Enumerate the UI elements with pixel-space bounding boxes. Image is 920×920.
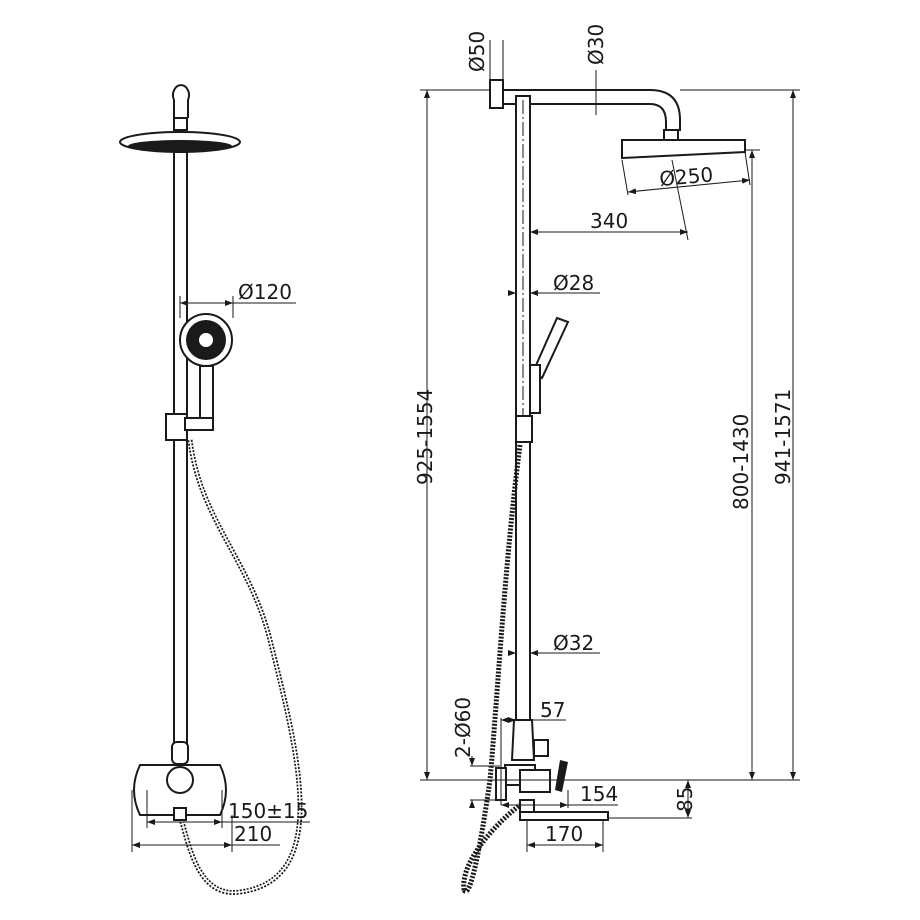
dim-top-height: 941-1571 (771, 389, 795, 485)
dim-arm-diameter: Ø30 (584, 24, 608, 65)
hand-shower-center (197, 331, 215, 349)
shower-arm (502, 89, 681, 131)
dim-shelf-width: 170 (545, 822, 583, 846)
dim-pipe-offset: 57 (540, 698, 565, 722)
mixer-outlet (173, 807, 187, 821)
dim-upper-pipe-diameter: Ø28 (553, 271, 594, 295)
shelf (519, 811, 609, 821)
mixer-body-side (519, 769, 551, 793)
dim-total-height: 925-1554 (413, 389, 437, 485)
dim-flange-diameter: 2-Ø60 (451, 697, 475, 758)
head-swivel (663, 129, 679, 141)
dim-head-diameter: Ø250 (658, 162, 714, 191)
dim-arm-projection: 340 (590, 209, 628, 233)
side-view: 925-1554 800-1430 941-1571 Ø50 Ø30 Ø250 … (413, 24, 800, 894)
dim-mixer-center-distance: 150±15 (228, 799, 308, 823)
dim-handshower-diameter: Ø120 (238, 280, 292, 304)
upper-pipe (173, 151, 188, 415)
mixer-outlet-side (519, 799, 535, 813)
diverter-knob (171, 741, 189, 765)
mixer-knob (166, 766, 194, 794)
dim-shelf-offset: 85 (673, 787, 697, 812)
handle-bracket (184, 417, 214, 431)
wall-connector (172, 84, 190, 118)
dim-head-height: 800-1430 (729, 414, 753, 510)
dim-mixer-depth: 154 (580, 782, 618, 806)
shower-hose-side (461, 444, 523, 894)
mixer-valve-top (510, 719, 536, 761)
dim-wall-flange: Ø50 (465, 31, 489, 72)
slider-holder (165, 413, 188, 441)
head-joint (173, 117, 188, 131)
hand-shower-handle-side (529, 364, 541, 414)
slider-holder-side (515, 415, 533, 443)
dim-mixer-width: 210 (234, 822, 272, 846)
diverter-side (533, 739, 549, 757)
wall-flange (489, 79, 504, 109)
shower-head-nozzles (128, 140, 232, 152)
mixer-lever (555, 760, 568, 792)
lower-pipe (173, 439, 188, 763)
lower-pipe-side (515, 441, 531, 721)
dim-lower-pipe-diameter: Ø32 (553, 631, 594, 655)
front-view: Ø120 150±15 210 (119, 84, 310, 895)
rain-shower-head-side (621, 139, 746, 160)
